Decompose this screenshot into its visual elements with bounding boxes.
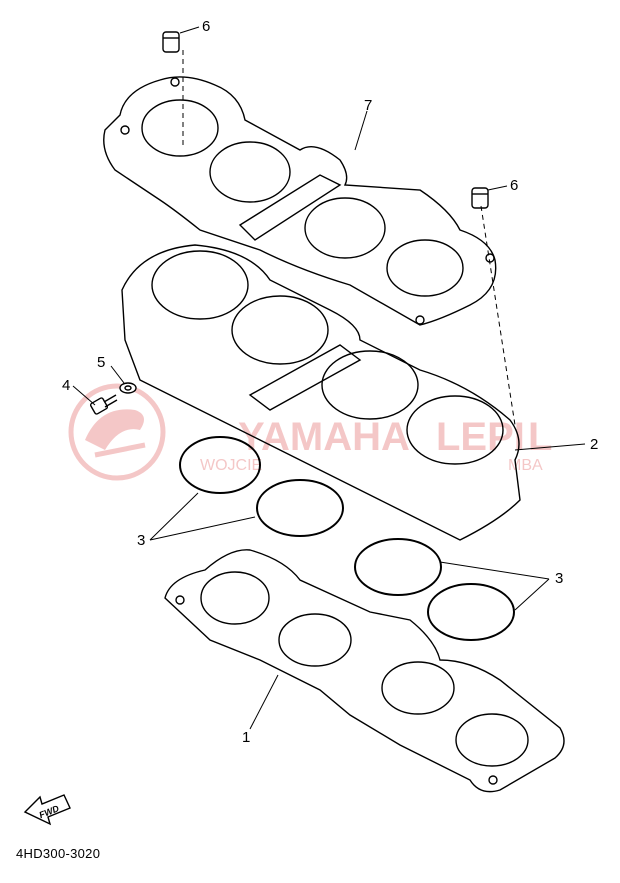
leader-5 <box>110 365 125 384</box>
leader-3-right-a <box>439 561 550 580</box>
base-gasket-outline <box>164 549 565 793</box>
washer-part-5 <box>119 382 137 394</box>
bolt-part-4 <box>89 394 118 415</box>
callout-6-right: 6 <box>510 177 518 194</box>
dowel-pin-right <box>471 187 489 209</box>
head-gasket-bore-1 <box>141 99 219 157</box>
cylinder-bore-1 <box>151 250 249 320</box>
callout-1: 1 <box>242 729 250 746</box>
watermark-logo-mark <box>85 409 144 450</box>
watermark-subtitle-right: MBA <box>508 457 543 474</box>
o-ring-2 <box>256 479 344 537</box>
watermark: YAMAHA LEPI L WOJCIE MBA <box>68 383 552 481</box>
leader-lines <box>72 26 586 730</box>
cylinder-block-part-2 <box>121 244 521 541</box>
head-gasket-outline <box>103 76 497 326</box>
callout-4: 4 <box>62 377 70 394</box>
head-gasket-bore-2 <box>209 141 291 203</box>
watermark-logo-ring <box>68 383 166 481</box>
dowel-pin-top <box>162 31 180 53</box>
o-ring-3 <box>354 538 442 596</box>
leader-4 <box>72 385 96 406</box>
callout-6-top: 6 <box>202 18 210 35</box>
cylinder-chain-tunnel <box>248 344 362 411</box>
leader-6-top <box>179 26 200 34</box>
cylinder-block-outline <box>121 244 521 541</box>
leader-2 <box>514 443 586 451</box>
base-gasket-bore-2 <box>278 613 352 667</box>
cylinder-bore-2 <box>231 295 329 365</box>
watermark-subtitle-left: WOJCIE <box>200 457 262 474</box>
fwd-arrow-icon: FWD <box>23 794 71 826</box>
callout-3-right: 3 <box>555 570 563 587</box>
dowel-guide-right <box>480 205 516 426</box>
watermark-logo-bar <box>94 442 146 458</box>
cylinder-bore-4 <box>406 395 504 465</box>
leader-7 <box>354 110 368 151</box>
o-ring-part-3 <box>179 436 515 641</box>
leader-3-left-a <box>149 492 199 541</box>
cylinder-bore-3 <box>321 350 419 420</box>
base-gasket-part-1 <box>164 549 565 793</box>
head-gasket-chain-slot <box>238 174 342 241</box>
leader-6-right <box>487 185 508 191</box>
callout-3-left: 3 <box>137 532 145 549</box>
callout-5: 5 <box>97 354 105 371</box>
watermark-title-tail: LEPI <box>436 415 525 459</box>
head-gasket-hole <box>170 77 180 87</box>
head-gasket-bore-3 <box>304 197 386 259</box>
callout-7: 7 <box>364 97 372 114</box>
head-gasket-part-7 <box>103 76 497 326</box>
o-ring-4 <box>427 583 515 641</box>
head-gasket-bore-4 <box>386 239 464 297</box>
dowel-pin-part-6 <box>162 31 489 209</box>
watermark-title: YAMAHA <box>238 415 410 459</box>
base-gasket-bore-1 <box>200 571 270 625</box>
leader-1 <box>249 674 279 730</box>
callout-2: 2 <box>590 436 598 453</box>
base-gasket-bore-4 <box>455 713 529 767</box>
leader-3-left-b <box>149 516 256 541</box>
watermark-title-end: L <box>528 415 552 459</box>
part-code: 4HD300-3020 <box>16 846 101 861</box>
head-gasket-hole <box>120 125 130 135</box>
o-ring-1 <box>179 436 261 494</box>
leader-3-right-b <box>514 578 550 611</box>
head-gasket-hole <box>415 315 425 325</box>
base-gasket-bore-3 <box>381 661 455 715</box>
callout-labels: 6 7 6 5 4 2 3 3 1 <box>62 18 598 746</box>
